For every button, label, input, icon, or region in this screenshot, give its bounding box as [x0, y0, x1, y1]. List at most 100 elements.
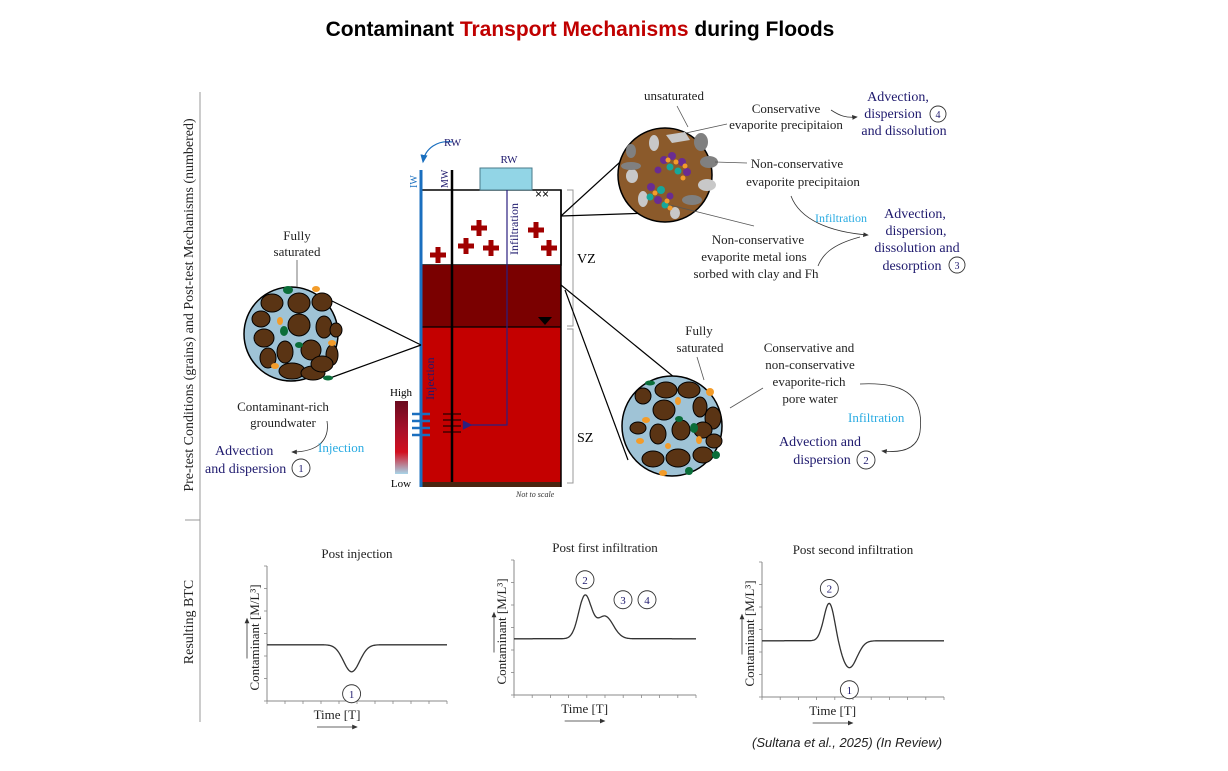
top-conservative-line2: evaporite precipitaion — [729, 117, 843, 132]
svg-text:2: 2 — [582, 575, 588, 587]
title-suffix: during Floods — [688, 18, 835, 41]
sz-label: SZ — [577, 431, 593, 446]
vz-bracket — [567, 189, 574, 327]
mechanism4-line3: and dissolution — [861, 124, 946, 139]
left-process-label: Injection — [318, 440, 365, 455]
svg-text:4: 4 — [644, 595, 650, 607]
metal-line1: Non-conservative — [712, 232, 805, 247]
svg-text:4: 4 — [936, 110, 941, 121]
bottom-desc-line2: non-conservative — [765, 357, 855, 372]
grain-circle-bottom — [621, 375, 723, 477]
mechanism3-line3: dissolution and — [874, 241, 959, 256]
bottom-state-line2: saturated — [677, 340, 724, 355]
mw-label: MW — [440, 169, 451, 188]
left-flow-arrow — [291, 420, 328, 455]
water-table-icon — [538, 317, 552, 325]
left-state-line2: saturated — [274, 244, 321, 259]
vadose-zone-lower — [421, 265, 561, 327]
mechanism3-line2: dispersion, — [885, 224, 946, 239]
mechanism3-line4: desorption — [882, 259, 941, 274]
bottom-mechanism-line1: Advection and — [779, 435, 861, 450]
bottom-desc-line4: pore water — [782, 391, 838, 406]
page-title: Contaminant Transport Mechanisms during … — [0, 18, 1160, 42]
svg-text:2: 2 — [863, 455, 869, 467]
mechanism-badge-2: 2 — [819, 579, 839, 598]
scale-high-label: High — [390, 387, 413, 399]
not-to-scale-label: Not to scale — [515, 490, 555, 499]
chart-title: Post first infiltration — [552, 540, 658, 555]
chart-title: Post injection — [321, 546, 393, 561]
x-axis-label: Time [T] — [809, 703, 856, 718]
mechanism4-line1: Advection, — [867, 90, 929, 105]
y-axis-label: Contaminant [M/L³] — [742, 580, 757, 686]
svg-text:1: 1 — [847, 685, 853, 697]
mechanism3-line1: Advection, — [884, 207, 946, 222]
y-axis-label: Contaminant [M/L³] — [247, 584, 262, 690]
left-mechanism-line1: Advection — [215, 444, 273, 459]
top-nonconservative-line2: evaporite precipitaion — [746, 174, 860, 189]
mechanism-badge-2: 2 — [575, 570, 595, 590]
arrow-to-mechanism-2 — [859, 383, 922, 454]
side-label-top: Pre-test Conditions (grains) and Post-te… — [182, 118, 197, 492]
infiltration-label: Infiltration — [507, 203, 521, 255]
mechanism-badge-3: 3 — [613, 590, 633, 610]
monitoring-screen-icon — [443, 413, 461, 433]
side-divider — [185, 92, 201, 722]
rw-pond-label: RW — [500, 154, 518, 166]
bottom-desc-line1: Conservative and — [764, 340, 855, 355]
mechanism-badge-4: 4 — [929, 105, 947, 123]
title-prefix: Contaminant — [325, 18, 460, 41]
injection-label: Injection — [423, 357, 437, 400]
rw-arrow-icon — [420, 141, 453, 164]
bottom-mechanism-line2: dispersion — [793, 453, 851, 468]
metal-line3: sorbed with clay and Fh — [694, 266, 819, 281]
left-state-line1: Fully — [283, 228, 311, 243]
mechanism-badge-1: 1 — [291, 458, 311, 478]
svg-text:1: 1 — [349, 689, 355, 701]
recharge-pond — [479, 167, 533, 191]
x-axis-label: Time [T] — [561, 701, 608, 716]
chart-title: Post second infiltration — [793, 542, 914, 557]
rw-top-label: RW — [444, 137, 462, 149]
vz-label: VZ — [577, 252, 596, 267]
top-conservative-line1: Conservative — [752, 101, 821, 116]
evaporite-plus-icons — [430, 220, 557, 263]
side-label-bottom: Resulting BTC — [182, 580, 197, 664]
injection-screen-icon — [412, 412, 430, 437]
metal-line2: evaporite metal ions — [701, 249, 806, 264]
mechanism-badge-2: 2 — [856, 450, 876, 470]
mechanism-badge-1: 1 — [342, 684, 362, 704]
btc-curve — [762, 602, 944, 669]
infiltration-path — [462, 190, 508, 430]
bottom-state-line1: Fully — [685, 323, 713, 338]
svg-text:3: 3 — [620, 595, 626, 607]
left-mechanism-line2: and dispersion — [205, 462, 286, 477]
cross-marks-icon: ×× — [535, 187, 549, 201]
svg-text:1: 1 — [298, 463, 304, 475]
mechanism-badge-4: 4 — [637, 590, 657, 610]
metal-ions-arrow — [817, 236, 861, 267]
left-desc-line2: groundwater — [250, 415, 316, 430]
grain-circle-left — [243, 286, 343, 382]
sz-bracket — [567, 328, 574, 484]
btc-curve — [514, 594, 696, 640]
mechanism-badge-1: 1 — [839, 680, 859, 700]
grain-circle-top — [617, 127, 718, 223]
column-base — [421, 482, 561, 487]
arrow-to-mechanism-3 — [790, 195, 869, 238]
svg-text:2: 2 — [827, 584, 833, 596]
x-axis-label: Time [T] — [314, 707, 361, 722]
saturated-zone — [421, 327, 561, 482]
top-state-label: unsaturated — [644, 88, 704, 103]
btc-curve — [267, 644, 447, 673]
top-process-label: Infiltration — [815, 211, 867, 225]
iw-label: IW — [409, 175, 420, 188]
arrow-to-mechanism-4 — [830, 109, 858, 120]
svg-text:3: 3 — [955, 261, 960, 272]
soil-column: RW ×× IW RW MW Infiltration Injection — [390, 137, 596, 499]
citation: (Sultana et al., 2025) (In Review) — [752, 735, 943, 750]
